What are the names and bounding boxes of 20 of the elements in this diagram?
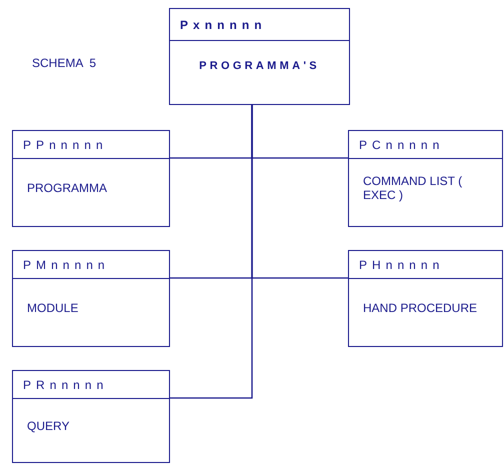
record-title: PROGRAMMA xyxy=(27,180,108,194)
record-box xyxy=(348,250,503,347)
record-code: PRnnnnn xyxy=(23,376,108,394)
record-code: PCnnnnn xyxy=(359,136,444,154)
record-box xyxy=(169,8,350,105)
record-code: PPnnnnn xyxy=(23,136,108,154)
record-title: PROGRAMMA'S xyxy=(199,59,320,73)
record-title: MODULE xyxy=(27,300,78,314)
record-code: PHnnnnn xyxy=(359,256,444,274)
connector-line xyxy=(170,105,253,399)
record-title: QUERY xyxy=(27,418,70,432)
record-box xyxy=(12,370,170,463)
record-box xyxy=(12,130,170,227)
record-title: COMMAND LIST ( EXEC ) xyxy=(363,174,464,202)
record-code: Pxnnnnn xyxy=(180,16,267,34)
record-code: PMnnnnn xyxy=(23,256,110,274)
diagram-label: SCHEMA 5 xyxy=(32,55,96,72)
record-box xyxy=(348,130,503,227)
record-title: HAND PROCEDURE xyxy=(363,300,478,314)
record-box xyxy=(12,250,170,347)
